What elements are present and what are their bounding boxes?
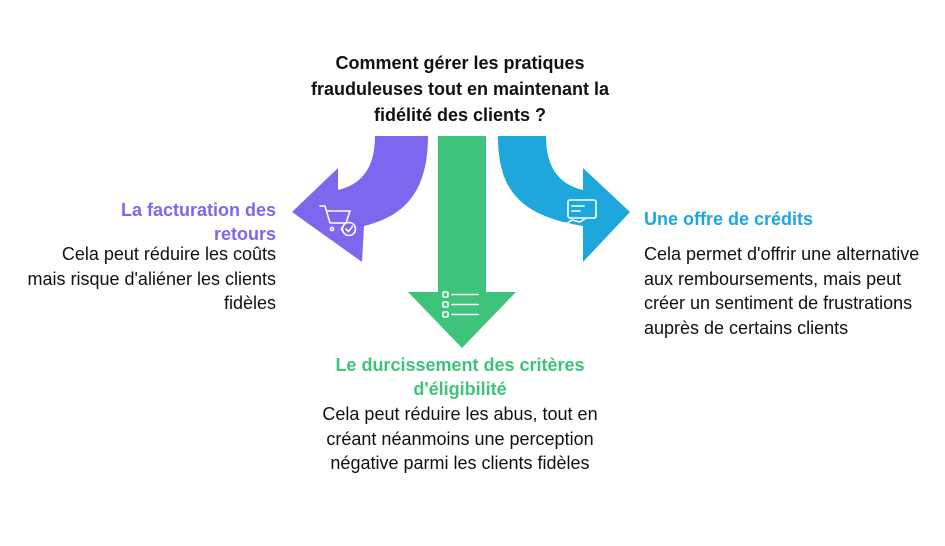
option-right-title: Une offre de crédits xyxy=(644,209,814,229)
option-left-title: La facturation des retours xyxy=(120,200,276,244)
option-center-title: Le durcissement des critères d'éligibili… xyxy=(335,355,585,399)
option-center-description: Cela peut réduire les abus, tout en créa… xyxy=(322,404,598,473)
option-right-description: Cela permet d'offrir une alternative aux… xyxy=(644,244,920,338)
green-down-arrow xyxy=(408,136,516,348)
blue-right-arrow xyxy=(498,136,630,262)
diagram-question: Comment gérer les pratiques frauduleuses… xyxy=(310,53,610,125)
purple-left-arrow xyxy=(292,136,428,262)
shopping-cart-check-icon xyxy=(319,205,357,237)
option-left-description: Cela peut réduire les coûts mais risque … xyxy=(27,244,276,313)
checklist-icon xyxy=(442,291,479,318)
credit-card-hand-icon xyxy=(559,199,597,233)
